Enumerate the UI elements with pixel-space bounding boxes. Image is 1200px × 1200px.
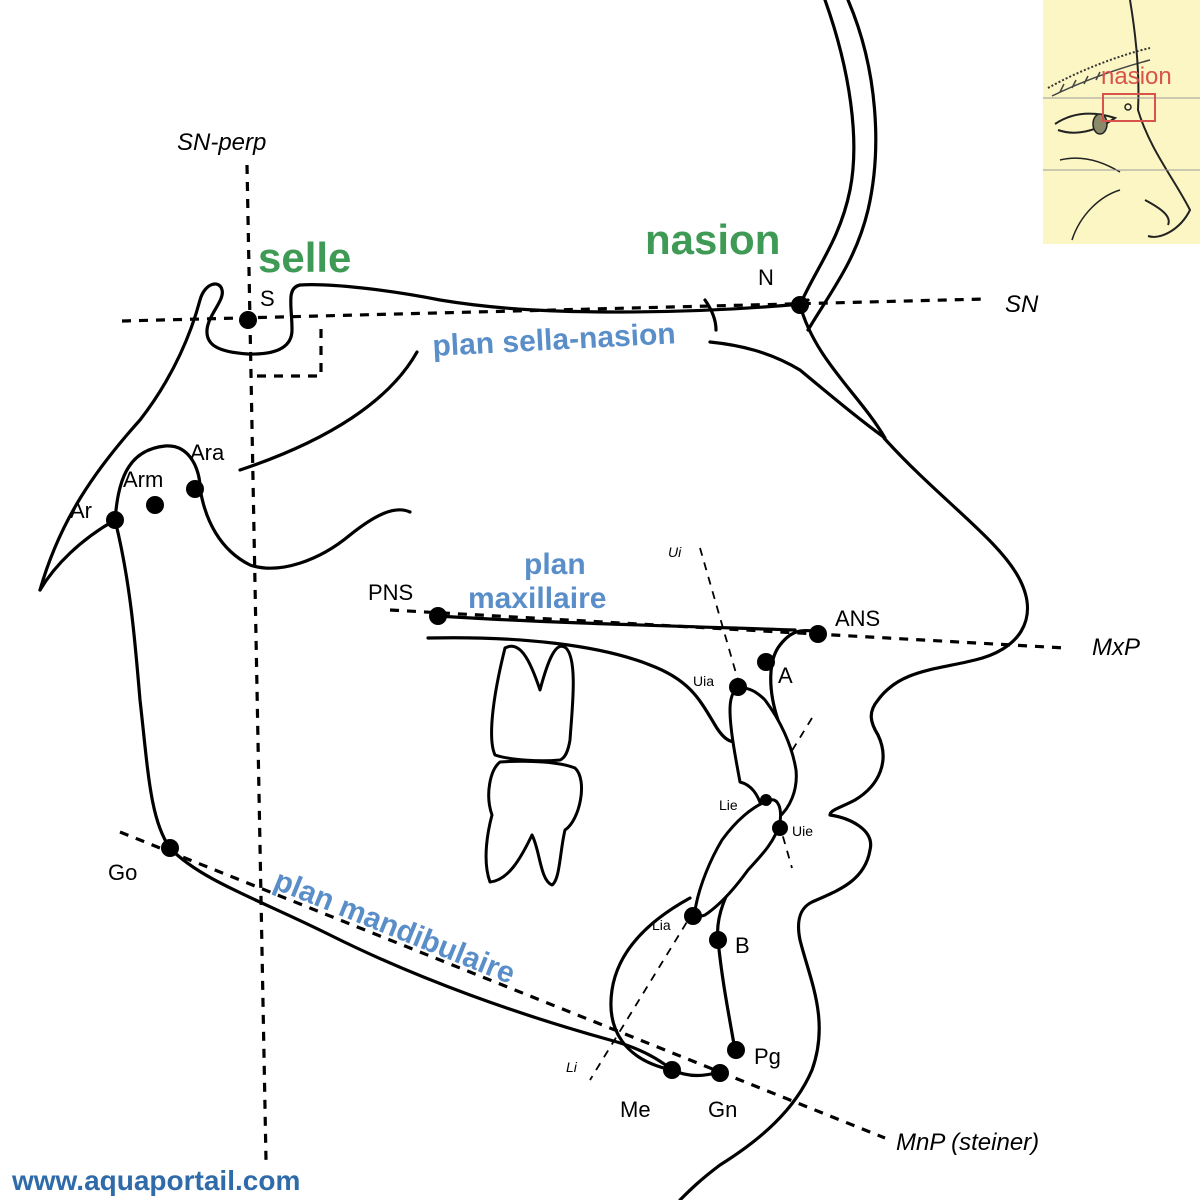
reference-line-labels: SN-perp SN MxP MnP (steiner) Ui Li <box>177 129 1140 1156</box>
lower-molar <box>484 759 584 887</box>
inset-eye <box>1054 112 1118 134</box>
label-pg: Pg <box>754 1044 781 1069</box>
label-ara: Ara <box>190 440 225 465</box>
label-n: N <box>758 265 774 290</box>
label-a: A <box>778 663 793 688</box>
label-ar: Ar <box>70 498 92 523</box>
point-pg <box>727 1041 745 1059</box>
teeth <box>484 644 798 918</box>
label-ans: ANS <box>835 606 880 631</box>
point-uia <box>729 678 747 696</box>
inset-eyebrow <box>1047 47 1151 89</box>
inset-highlight-box <box>1102 93 1156 122</box>
mxp-line <box>389 608 1066 650</box>
label-lie: Lie <box>719 797 738 813</box>
point-lie <box>760 794 772 806</box>
label-gn: Gn <box>708 1097 737 1122</box>
point-n <box>791 296 809 314</box>
point-ans <box>809 625 827 643</box>
point-pns <box>429 607 447 625</box>
ramus-mandible-outline <box>113 518 722 1078</box>
plane-titles: selle nasion plan sella-nasion plan maxi… <box>257 215 781 991</box>
condyle-outline <box>113 444 412 570</box>
sn-perp-line <box>245 164 268 1161</box>
inset-nose-profile <box>1129 0 1192 238</box>
point-me <box>663 1061 681 1079</box>
symphysis-inner <box>609 896 692 1072</box>
inset-cheek <box>1059 157 1121 241</box>
heading-selle: selle <box>258 234 351 281</box>
point-s <box>239 311 257 329</box>
inset-nostril <box>1144 199 1170 226</box>
point-b <box>709 931 727 949</box>
watermark-text: www.aquaportail.com <box>11 1165 300 1196</box>
soft-tissue-profile <box>678 436 1030 1200</box>
nasal-bone-back <box>806 0 878 332</box>
label-go: Go <box>108 860 137 885</box>
heading-nasion: nasion <box>645 216 780 263</box>
label-sn-perp: SN-perp <box>177 129 266 156</box>
landmark-labels: S N Ar Arm Ara PNS ANS A Uia Lie Uie Lia… <box>70 265 880 1122</box>
plane-sella-nasion-label: plan sella-nasion <box>432 317 677 363</box>
label-lia: Lia <box>652 917 671 933</box>
point-arm <box>146 496 164 514</box>
point-gn <box>711 1064 729 1082</box>
point-lia <box>684 907 702 925</box>
inset-nasion-dot <box>1124 103 1132 111</box>
point-uie <box>772 820 788 836</box>
reference-lines <box>119 164 1066 1161</box>
plane-maxillaire-label-line2: maxillaire <box>468 582 606 615</box>
point-a <box>757 653 775 671</box>
sella-right-angle-marker <box>257 322 323 378</box>
point-ar <box>106 511 124 529</box>
label-pns: PNS <box>368 580 413 605</box>
landmark-points <box>106 296 827 1082</box>
sphenoid-curve <box>238 350 419 472</box>
label-sn: SN <box>1005 291 1039 318</box>
lower-incisor <box>694 798 782 918</box>
point-go <box>161 839 179 857</box>
mnp-line <box>119 830 886 1140</box>
label-li: Li <box>566 1059 578 1075</box>
inset-brow-hatch <box>1051 59 1151 97</box>
plane-mandibulaire-label: plan mandibulaire <box>269 864 519 991</box>
label-mnp: MnP (steiner) <box>896 1129 1039 1156</box>
sella-turcica-outline <box>38 282 810 592</box>
articulare-curve <box>38 518 117 592</box>
label-s: S <box>260 286 275 311</box>
plane-maxillaire-label-line1: plan <box>524 548 586 581</box>
palate-lower-outline <box>426 636 740 744</box>
palatal-plane-outline <box>436 614 797 632</box>
upper-molar <box>490 644 575 763</box>
label-uie: Uie <box>792 823 813 839</box>
inset-nasion-label: nasion <box>1101 63 1172 90</box>
label-me: Me <box>620 1097 651 1122</box>
label-uia: Uia <box>693 673 714 689</box>
point-ara <box>186 480 204 498</box>
nasion-inset: nasion <box>1043 0 1200 244</box>
label-arm: Arm <box>123 467 163 492</box>
nasal-bone-front <box>708 0 887 440</box>
label-ui: Ui <box>668 544 682 560</box>
inset-iris <box>1092 113 1108 135</box>
label-b: B <box>735 933 750 958</box>
label-mxp: MxP <box>1092 634 1140 661</box>
nasion-notch <box>703 298 718 332</box>
